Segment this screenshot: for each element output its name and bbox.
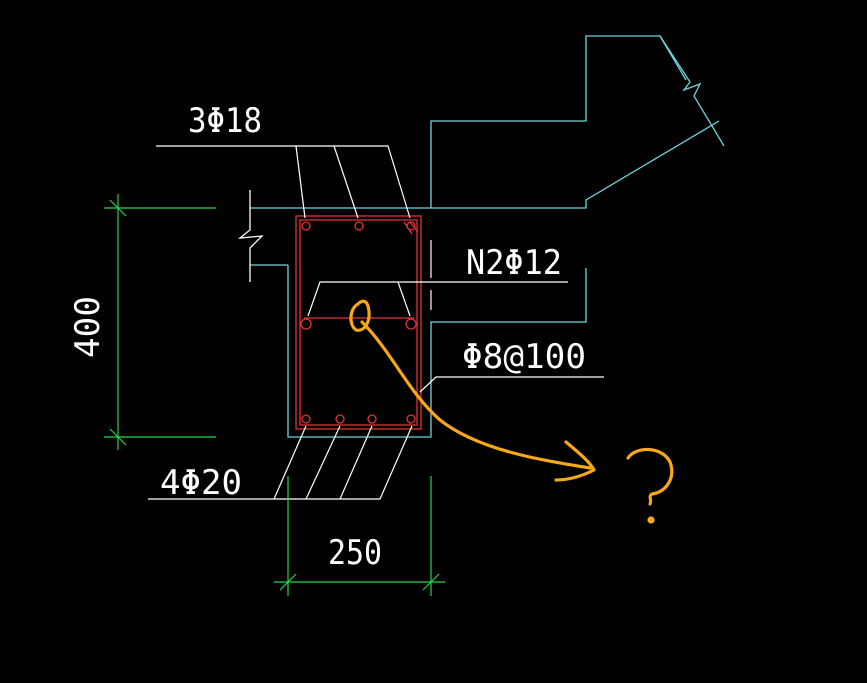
rebar-bot-4 [406, 414, 416, 424]
concrete-outline [237, 35, 725, 438]
stirrup-hook-1 [409, 221, 419, 233]
rebar-top-2 [354, 221, 364, 231]
label-stirrups: Φ8@100 [462, 337, 586, 377]
rebar-mid-1 [300, 318, 312, 330]
leader-bottom-bars-a [273, 425, 307, 500]
dimensions [104, 194, 445, 596]
leader-waist-bars-b [397, 281, 411, 317]
dim-height-tick-bot [109, 428, 127, 446]
label-waist-bars: N2Φ12 [466, 243, 562, 283]
rebar-mid-2 [405, 318, 417, 330]
rebar-top-1 [301, 221, 311, 231]
leader-waist-bars [307, 281, 568, 317]
stirrup-inner [299, 219, 418, 426]
label-top-bars: 3Φ18 [188, 101, 262, 141]
markup-question-curve [626, 447, 674, 506]
beam-outline [287, 265, 587, 438]
rebar-bot-3 [367, 414, 377, 424]
slab-top-edge [250, 120, 720, 209]
stirrup-outer [295, 215, 422, 430]
dim-width-tick-left [279, 573, 297, 591]
dim-width-text: 250 [328, 533, 382, 573]
dim-height-text: 400 [68, 296, 108, 358]
leader-stirrups [419, 376, 604, 393]
markup-annotation [349, 299, 674, 524]
rebar-bot-1 [301, 414, 311, 424]
leader-top-bars-a [295, 145, 306, 219]
leaders [148, 145, 604, 500]
dim-height-tick-top [109, 199, 127, 217]
leader-top-bars [156, 145, 411, 219]
leader-bottom-bars [148, 425, 413, 500]
markup-arrow-head [554, 440, 596, 482]
leader-top-bars-b [333, 145, 359, 219]
rebar-cage [295, 215, 422, 430]
rebar-bot-2 [335, 414, 345, 424]
label-bottom-bars: 4Φ20 [160, 463, 242, 503]
leader-bottom-bars-b [305, 425, 341, 500]
break-line-right [659, 35, 725, 147]
break-line-left [237, 190, 264, 282]
markup-question-dot [647, 516, 655, 524]
dim-width-tick-right [422, 573, 440, 591]
rebar-top-3 [406, 221, 416, 231]
markup-arrow-curve [360, 320, 592, 470]
leader-bottom-bars-c [339, 425, 373, 500]
